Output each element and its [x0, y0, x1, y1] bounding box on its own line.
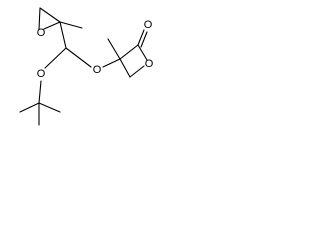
- bond-quat-c-methyl: [107, 38, 121, 60]
- bond-quat-c-carbonyl-c: [119, 44, 139, 60]
- bond-epoxide-o-c: [43, 21, 61, 30]
- bond-carbonyl-c-ring-o: [137, 44, 148, 61]
- bond-tbu-methyl-left: [19, 102, 40, 113]
- chemical-structure-diagram: O O O O O: [19, 7, 154, 126]
- bond-carbonyl-double-b: [140, 31, 148, 48]
- bond-epoxide-c-ch: [59, 21, 67, 49]
- bond-epoxide-ch2-c: [39, 7, 61, 23]
- bond-tbu-methyl-right: [38, 102, 61, 113]
- oxetane-ring-oxygen-label: O: [145, 58, 154, 70]
- bond-o-tbu-c: [38, 80, 42, 104]
- bond-ch-o-tbu: [44, 47, 67, 69]
- bond-ch2-ring-o: [129, 65, 145, 78]
- bond-carbonyl-double-a: [137, 29, 145, 46]
- bond-epoxide-c-methyl: [59, 21, 83, 29]
- bond-ch-o-bridge: [65, 47, 92, 68]
- bond-quat-c-ch2: [119, 58, 131, 78]
- bond-epoxide-ch2-o: [38, 7, 41, 30]
- carbonyl-oxygen-label: O: [144, 19, 153, 31]
- ether-oxygen-left-label: O: [37, 68, 46, 80]
- ether-oxygen-bridge-label: O: [93, 64, 102, 76]
- epoxide-oxygen-label: O: [37, 27, 46, 39]
- bond-o-bridge-quat-c: [102, 58, 121, 68]
